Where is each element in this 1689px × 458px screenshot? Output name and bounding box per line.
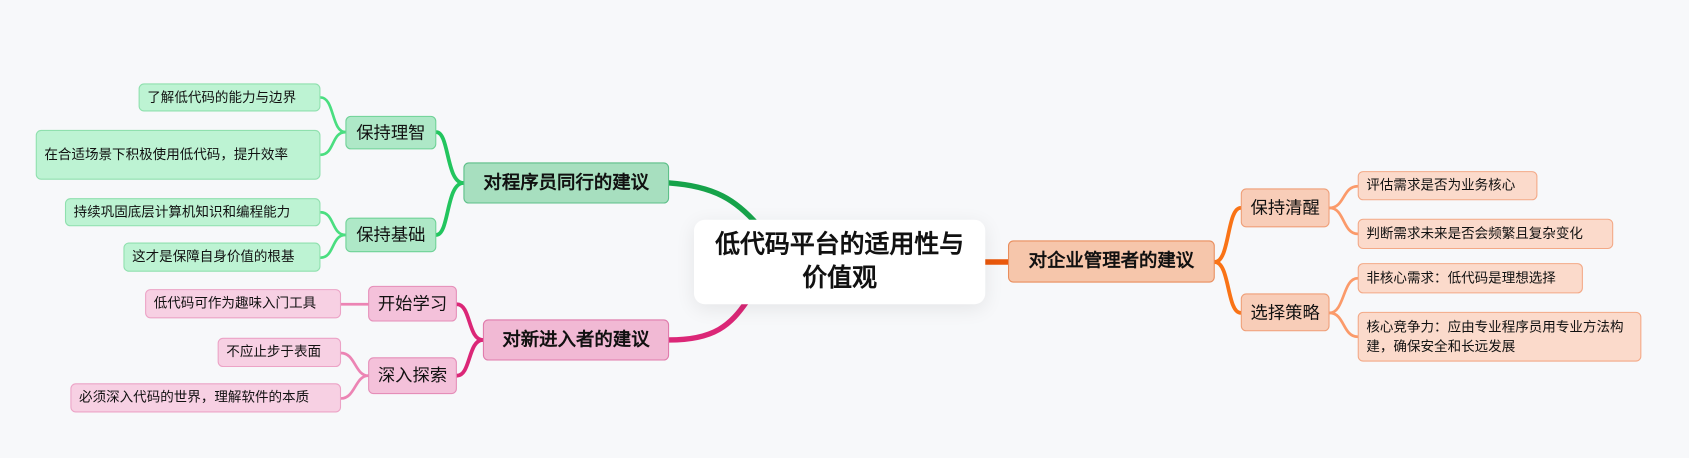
topic-label: 对企业管理者的建议: [1028, 250, 1195, 272]
root-topic-label: 低代码平台的适用性与价值观: [715, 230, 965, 293]
leaf-label: 判断需求未来是否会频繁且复杂变化: [1366, 225, 1583, 242]
subtopic-label: 保持理智: [356, 122, 426, 143]
leaf-label: 核心竞争力：应由专业程序员用专业方法构建，确保安全和长远发展: [1366, 318, 1624, 355]
link-root-newcomers: [666, 298, 750, 343]
leaf-node[interactable]: 评估需求是否为业务核心: [1357, 171, 1538, 201]
leaf-node[interactable]: 核心竞争力：应由专业程序员用专业方法构建，确保安全和长远发展: [1357, 311, 1642, 362]
subtopic-deep-explore[interactable]: 深入探索: [368, 357, 457, 395]
subtopic-label: 保持基础: [356, 224, 426, 246]
subtopic-label: 开始学习: [377, 293, 448, 314]
leaf-label: 非核心需求：低代码是理想选择: [1366, 269, 1556, 286]
topic-programmers[interactable]: 对程序员同行的建议: [463, 162, 670, 204]
link-programmers-basics: [434, 181, 466, 237]
leaf-node[interactable]: 判断需求未来是否会频繁且复杂变化: [1357, 218, 1614, 250]
leaf-label: 在合适场景下积极使用低代码，提升效率: [44, 146, 289, 163]
link-root-programmers: [666, 180, 761, 228]
subtopic-label: 深入探索: [377, 365, 448, 386]
leaf-label: 这才是保障自身价值的根基: [132, 248, 295, 265]
leaf-label: 了解低代码的能力与边界: [147, 88, 297, 105]
subtopic-stay-rational[interactable]: 保持理智: [345, 115, 437, 150]
leaf-node[interactable]: 在合适场景下积极使用低代码，提升效率: [35, 129, 321, 180]
root-topic[interactable]: 低代码平台的适用性与价值观: [694, 219, 986, 305]
leaf-node[interactable]: 这才是保障自身价值的根基: [123, 242, 321, 272]
leaf-label: 必须深入代码的世界，理解软件的本质: [79, 389, 310, 406]
leaf-node[interactable]: 非核心需求：低代码是理想选择: [1357, 263, 1583, 294]
leaf-node[interactable]: 低代码可作为趣味入门工具: [145, 289, 342, 319]
topic-label: 对程序员同行的建议: [483, 171, 650, 194]
subtopic-label: 选择策略: [1250, 301, 1320, 323]
link-programmers-reason: [434, 130, 466, 185]
leaf-node[interactable]: 了解低代码的能力与边界: [138, 83, 321, 112]
topic-managers[interactable]: 对企业管理者的建议: [1007, 240, 1215, 283]
leaf-node[interactable]: 持续巩固底层计算机知识和编程能力: [64, 198, 321, 227]
subtopic-keep-basics[interactable]: 保持基础: [345, 217, 437, 253]
leaf-label: 持续巩固底层计算机知识和编程能力: [73, 203, 291, 220]
subtopic-label: 保持清醒: [1250, 197, 1320, 219]
leaf-node[interactable]: 不应止步于表面: [217, 337, 342, 368]
topic-label: 对新进入者的建议: [502, 328, 650, 351]
subtopic-choose-strategy[interactable]: 选择策略: [1240, 293, 1330, 332]
topic-newcomers[interactable]: 对新进入者的建议: [482, 319, 670, 361]
subtopic-start-learning[interactable]: 开始学习: [368, 285, 457, 322]
leaf-label: 不应止步于表面: [226, 343, 322, 360]
subtopic-stay-clear[interactable]: 保持清醒: [1240, 188, 1330, 228]
leaf-label: 评估需求是否为业务核心: [1366, 176, 1516, 194]
leaf-node[interactable]: 必须深入代码的世界，理解软件的本质: [70, 383, 342, 413]
leaf-label: 低代码可作为趣味入门工具: [153, 294, 317, 312]
